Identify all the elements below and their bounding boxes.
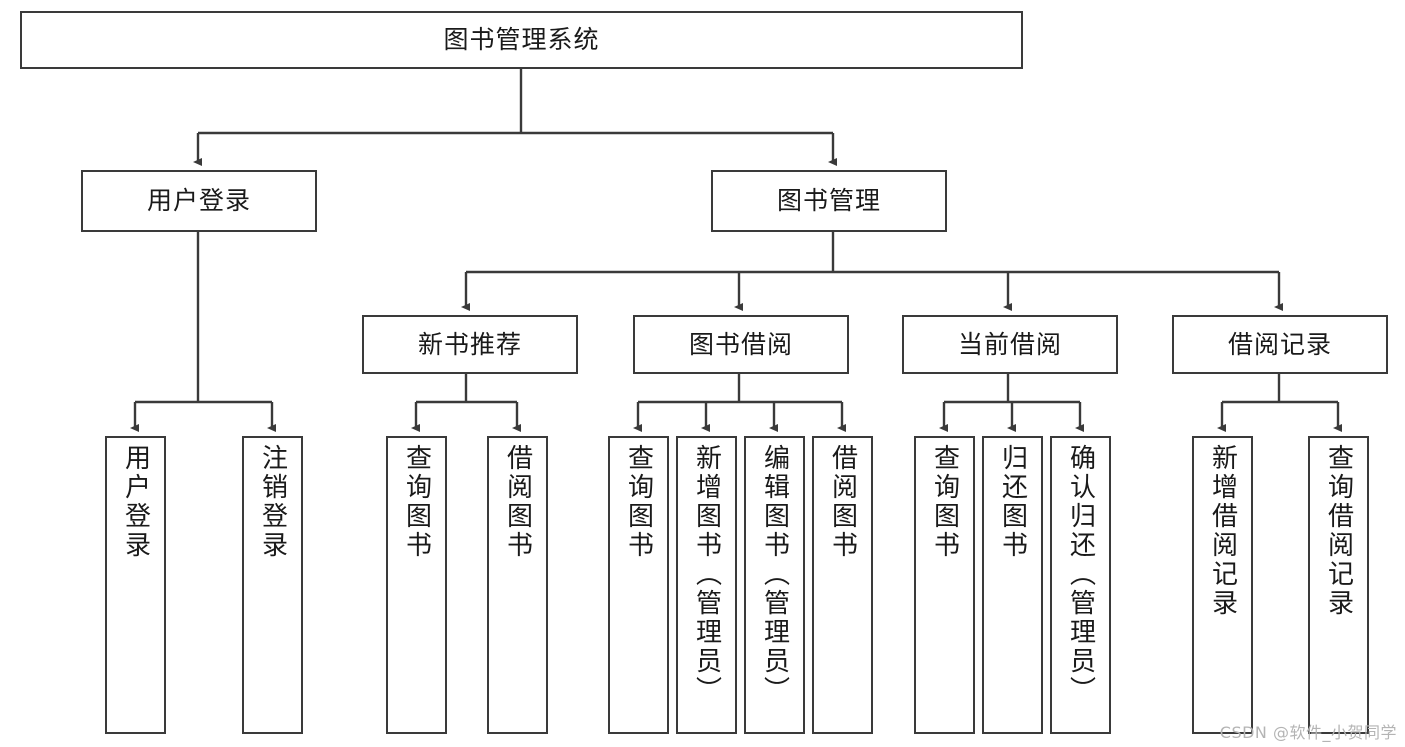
- node-root-label: 图书管理系统: [443, 25, 600, 54]
- leaf-borrow-borrow-book-label: 借阅图书: [827, 444, 858, 560]
- leaf-records-query-record-label: 查询借阅记录: [1323, 444, 1354, 618]
- node-new-book-recommend[interactable]: 新书推荐: [362, 315, 578, 374]
- leaf-new-book-query-label: 查询图书: [401, 444, 432, 560]
- node-borrow-records-label: 借阅记录: [1227, 329, 1332, 359]
- leaf-current-confirm-return-label: 确认归还（管理员）: [1065, 444, 1096, 705]
- leaf-borrow-query-book-label: 查询图书: [623, 444, 654, 560]
- node-borrow-records[interactable]: 借阅记录: [1172, 315, 1388, 374]
- leaf-new-book-borrow-label: 借阅图书: [502, 444, 533, 560]
- leaf-new-book-borrow[interactable]: 借阅图书: [487, 436, 548, 734]
- leaf-current-query-book-label: 查询图书: [929, 444, 960, 560]
- leaf-borrow-borrow-book[interactable]: 借阅图书: [812, 436, 873, 734]
- leaf-new-book-query[interactable]: 查询图书: [386, 436, 447, 734]
- leaf-borrow-add-book-label: 新增图书（管理员）: [691, 444, 722, 705]
- leaf-user-login-logout[interactable]: 注销登录: [242, 436, 303, 734]
- leaf-borrow-query-book[interactable]: 查询图书: [608, 436, 669, 734]
- leaf-current-query-book[interactable]: 查询图书: [914, 436, 975, 734]
- node-user-login-label: 用户登录: [146, 186, 251, 215]
- node-user-login[interactable]: 用户登录: [81, 170, 317, 232]
- leaf-user-login-login[interactable]: 用户登录: [105, 436, 166, 734]
- node-new-book-recommend-label: 新书推荐: [417, 329, 522, 359]
- node-root[interactable]: 图书管理系统: [20, 11, 1023, 69]
- leaf-user-login-login-label: 用户登录: [120, 444, 151, 560]
- leaf-borrow-edit-book[interactable]: 编辑图书（管理员）: [744, 436, 805, 734]
- leaf-current-return-book-label: 归还图书: [997, 444, 1028, 560]
- leaf-records-add-record[interactable]: 新增借阅记录: [1192, 436, 1253, 734]
- leaf-records-add-record-label: 新增借阅记录: [1207, 444, 1238, 618]
- node-current-borrow[interactable]: 当前借阅: [902, 315, 1118, 374]
- node-book-management[interactable]: 图书管理: [711, 170, 947, 232]
- leaf-user-login-logout-label: 注销登录: [257, 444, 288, 560]
- leaf-records-query-record[interactable]: 查询借阅记录: [1308, 436, 1369, 734]
- leaf-borrow-edit-book-label: 编辑图书（管理员）: [759, 444, 790, 705]
- node-current-borrow-label: 当前借阅: [957, 329, 1062, 359]
- node-book-borrow-label: 图书借阅: [688, 329, 793, 359]
- leaf-current-return-book[interactable]: 归还图书: [982, 436, 1043, 734]
- leaf-current-confirm-return[interactable]: 确认归还（管理员）: [1050, 436, 1111, 734]
- node-book-borrow[interactable]: 图书借阅: [633, 315, 849, 374]
- leaf-borrow-add-book[interactable]: 新增图书（管理员）: [676, 436, 737, 734]
- watermark: CSDN @软件_小贺同学: [1219, 723, 1397, 742]
- node-book-management-label: 图书管理: [776, 186, 881, 215]
